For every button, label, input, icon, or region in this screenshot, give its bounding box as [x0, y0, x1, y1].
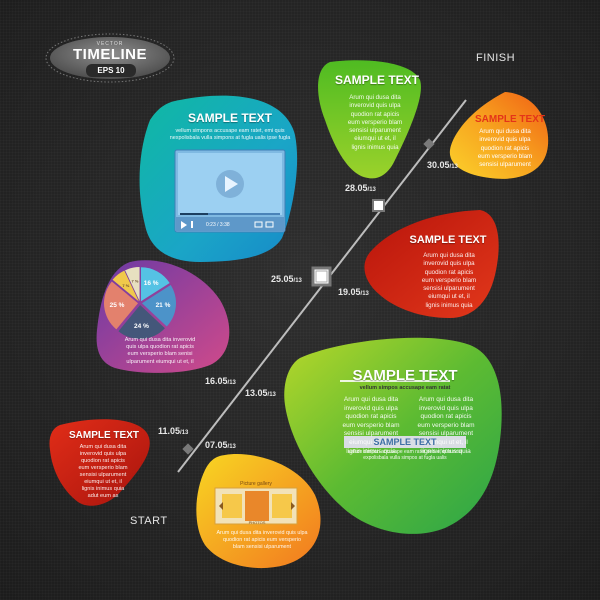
- red-right-title: SAMPLE TEXT: [409, 234, 487, 246]
- pie-slice: [140, 267, 170, 302]
- date-label: 07.05/13: [205, 440, 236, 450]
- timeline-marker: [182, 443, 194, 455]
- video-player[interactable]: [174, 149, 286, 233]
- red-left-title: SAMPLE TEXT: [68, 430, 139, 441]
- picture-gallery[interactable]: [214, 487, 298, 525]
- settings-icon[interactable]: [254, 221, 263, 228]
- badge-vector: VECTOR: [96, 41, 124, 47]
- pie-slice: [125, 267, 140, 302]
- gallery-next-icon[interactable]: [291, 502, 295, 510]
- red-right-bubble: [364, 210, 499, 318]
- sample-bar: [344, 436, 466, 448]
- date-label: 19.05/13: [338, 287, 369, 297]
- date-label: 13.05/13: [245, 388, 276, 398]
- pie-slice-label: 25 %: [110, 302, 125, 309]
- timeline-marker: [315, 270, 328, 283]
- play-small-icon[interactable]: [181, 221, 187, 229]
- timeline-marker: [423, 138, 435, 150]
- teal-bubble-title: SAMPLE TEXT: [187, 111, 272, 125]
- date-label: 28.05/13: [345, 183, 376, 193]
- badge-eps: EPS 10: [97, 66, 125, 75]
- orange-bubble-title: SAMPLE TEXT: [474, 114, 545, 125]
- gallery-photo[interactable]: [245, 491, 269, 521]
- pie-slice-label: 16 %: [144, 280, 159, 287]
- pie-slice-label: 24 %: [134, 323, 149, 330]
- big-green-col2: Arum qui dusa dita inverovid quis ulpa q…: [417, 396, 475, 455]
- date-label: 11.05/13: [158, 426, 189, 436]
- pie-slice: [112, 270, 139, 302]
- date-label: 30.05/13: [427, 160, 458, 170]
- finish-label: FINISH: [476, 52, 516, 64]
- pie-slice: [104, 281, 139, 330]
- video-progress[interactable]: [180, 213, 208, 215]
- pie-slice-label: 7 %: [132, 278, 139, 283]
- pie-slice-label: 7 %: [122, 283, 129, 288]
- big-green-footer: vellum simpon accusape eam ratet selaie,…: [347, 449, 463, 461]
- teal-bubble-body: vellum simpons accusape eam ratet, emi q…: [169, 128, 291, 141]
- red-left-bubble: [49, 419, 150, 506]
- timeline-badge: [45, 33, 175, 83]
- big-green-bar-label: SAMPLE TEXT: [373, 437, 437, 447]
- volume-icon[interactable]: [191, 221, 193, 228]
- orange-bubble: [449, 92, 549, 179]
- timeline-marker: [311, 266, 332, 287]
- timeline-marker: [372, 199, 385, 212]
- badge-title: TIMELINE: [73, 46, 147, 63]
- gallery-label: Picture gallery: [240, 481, 272, 487]
- pie-slice: [141, 284, 176, 327]
- red-left-body: Arum qui dusa dita inverovid quis ulpa q…: [78, 444, 128, 499]
- big-green-title: SAMPLE TEXT: [352, 367, 458, 384]
- gallery-prev-icon[interactable]: [219, 502, 223, 510]
- orange-bubble-body: Arum qui dusa dita inverovid quis ulpa q…: [477, 128, 533, 169]
- green-top-bubble: [318, 60, 421, 179]
- green-top-title: SAMPLE TEXT: [334, 73, 419, 87]
- gallery-caption: PHOTOS: [248, 520, 266, 525]
- gallery-photo[interactable]: [272, 494, 292, 518]
- video-time: 0:23 / 3:38: [206, 222, 230, 228]
- pie-slice: [118, 304, 165, 339]
- date-label: 25.05/13: [271, 274, 302, 284]
- big-green-subtitle: vellum simpos accusape eam ratat: [359, 385, 451, 391]
- gallery-photo[interactable]: [222, 494, 242, 518]
- fullscreen-icon[interactable]: [265, 221, 274, 228]
- big-green-bubble: [284, 337, 502, 534]
- title-underline: [340, 380, 450, 382]
- red-right-body: Arum qui dusa dita inverovid quis ulpa q…: [421, 252, 477, 309]
- date-label: 16.05/13: [205, 376, 236, 386]
- start-label: START: [130, 515, 168, 527]
- pie-chart: 16 % 21 % 24 % 25 % 7 %7 %: [104, 267, 176, 339]
- green-top-body: Arum qui dusa dita inverovid quis ulpa q…: [347, 94, 403, 151]
- pie-slice-label: 21 %: [156, 302, 171, 309]
- big-green-col1: Arum qui dusa dita inverovid quis ulpa q…: [342, 396, 400, 455]
- purple-bubble-body: Arum qui dusa dita inverovid quis ulpa q…: [124, 337, 196, 365]
- yellow-bubble-body: Arum qui dusa dita inverovid quis ulpa q…: [216, 530, 308, 550]
- play-triangle-icon: [225, 176, 238, 192]
